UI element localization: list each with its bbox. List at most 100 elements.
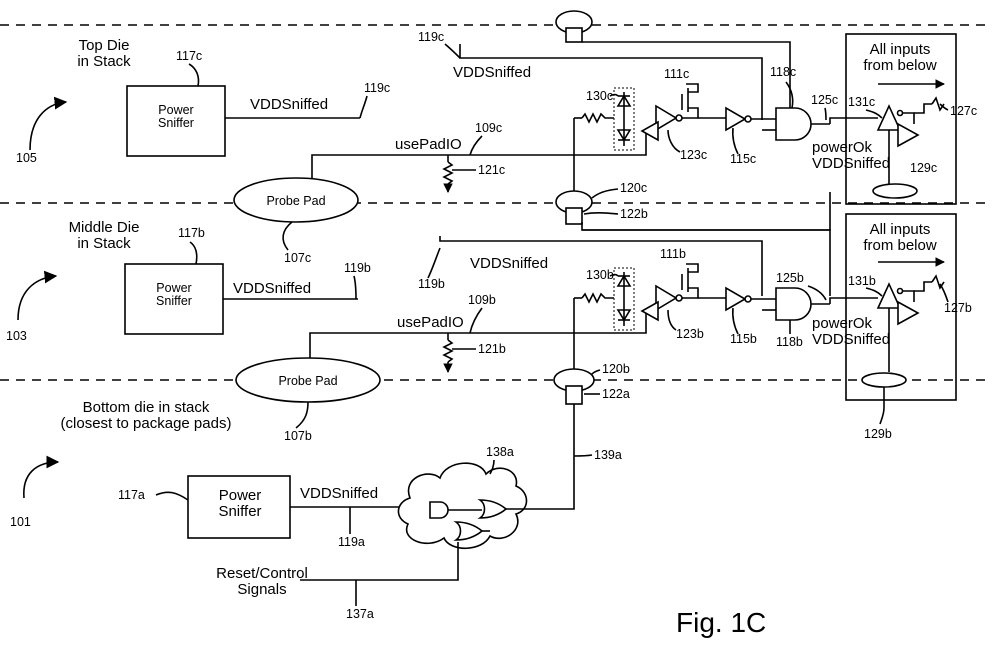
bottom-power-sniffer-leader xyxy=(155,491,189,501)
text-line: Power xyxy=(158,103,193,117)
top-inverter-ref: 115c xyxy=(730,152,756,166)
text-line: in Stack xyxy=(77,235,131,252)
top-diode-ref: 130c xyxy=(586,89,613,103)
text-line: VDDSniffed xyxy=(812,155,890,172)
top-via-above-wire xyxy=(582,41,791,108)
top-probe-pad[interactable] xyxy=(233,177,359,223)
middle-buffer-bubble xyxy=(675,294,683,302)
top-box-out-arrow xyxy=(931,96,945,112)
bottom-logic-cloud xyxy=(397,462,528,549)
top-vddsniffed-bus-ref: 119c xyxy=(418,30,444,44)
top-diode-box xyxy=(613,87,635,151)
middle-series-resistor xyxy=(581,292,614,304)
top-transistor-source xyxy=(682,107,699,119)
top-box-input-leader xyxy=(865,109,883,119)
middle-power-sniffer-ref: 117b xyxy=(178,226,205,240)
top-inverter-leader xyxy=(731,127,739,155)
middle-vddsniffed-bus-label: VDDSniffed xyxy=(470,255,548,272)
top-transistor-drain xyxy=(686,83,699,93)
text-line: Middle Die xyxy=(69,219,140,236)
text-line: Power xyxy=(219,487,262,504)
bottom-reset-ref: 137a xyxy=(346,607,374,621)
top-power-sniffer-ref: 117c xyxy=(176,49,202,63)
bottom-die-curved-arrow xyxy=(23,455,60,499)
middle-box-buffer-right xyxy=(897,300,920,326)
bottom-logic-or-gate-a xyxy=(477,499,508,519)
middle-box-bump xyxy=(861,372,907,388)
top-vddsniffed-bus-label: VDDSniffed xyxy=(453,64,531,81)
middle-pulldown-resistor xyxy=(442,339,454,363)
middle-probe-pad-label: Probe Pad xyxy=(278,374,337,388)
middle-inverter xyxy=(725,286,747,312)
top-via-top-ref: 120c xyxy=(620,181,647,195)
top-and-gate xyxy=(775,107,812,141)
middle-via-top-leader xyxy=(591,369,601,375)
middle-diode-ref: 130b xyxy=(586,268,614,282)
bottom-die-name: Bottom die in stack(closest to package p… xyxy=(61,399,232,432)
bottom-logic-ref: 138a xyxy=(486,445,514,459)
middle-box-out-wire xyxy=(914,281,932,292)
top-diode-leader xyxy=(609,93,619,97)
middle-usepadio-leader xyxy=(469,307,483,334)
middle-box-output-leader xyxy=(939,283,949,303)
middle-box-out-arrow xyxy=(931,274,945,290)
top-and-leader xyxy=(785,81,794,109)
text-line: from below xyxy=(863,237,937,254)
top-box-buffer-right xyxy=(897,122,920,148)
top-probe-pad-leader xyxy=(282,221,293,251)
top-box-output-leader xyxy=(939,103,949,111)
middle-bump-wire xyxy=(582,229,831,296)
top-via-top-leader xyxy=(591,188,619,199)
middle-die-ref: 103 xyxy=(6,329,27,343)
text-line: All inputs xyxy=(870,41,931,58)
top-inputs-box xyxy=(845,33,957,205)
top-usepadio-label: usePadIO xyxy=(395,136,462,153)
text-line: Sniffer xyxy=(158,116,194,130)
bottom-logic-leader xyxy=(489,459,495,475)
top-sniffer-output-leader xyxy=(359,95,368,119)
middle-box-bump-ref: 129b xyxy=(864,427,892,441)
bottom-die: Bottom die in stack(closest to package p… xyxy=(10,399,622,621)
middle-transistor-source xyxy=(682,287,699,299)
top-and-out-ref: 125c xyxy=(811,93,838,107)
text-line: in Stack xyxy=(77,53,131,70)
bottom-sniffer-output-ref: 119a xyxy=(338,535,365,549)
bottom-reset-wire xyxy=(300,542,459,581)
top-box-out-wire xyxy=(914,103,932,114)
text-line: Sniffer xyxy=(218,503,261,520)
bottom-logic-output-leader xyxy=(573,454,593,457)
middle-and-ref: 118b xyxy=(776,335,803,349)
middle-vddsniffed-bus-leader xyxy=(427,247,441,279)
middle-buffer-ref: 123b xyxy=(676,327,704,341)
top-inverter-bubble xyxy=(744,115,752,123)
middle-vddsniffed-bus-ref: 119b xyxy=(418,277,445,291)
middle-inverter-leader xyxy=(731,307,739,335)
middle-via-top-ref: 120b xyxy=(602,362,630,376)
top-output-buffer xyxy=(640,120,659,142)
middle-inputs-box xyxy=(845,213,957,401)
middle-box-input-leader xyxy=(865,287,883,297)
middle-and-gate xyxy=(775,287,812,321)
middle-box-output-ref: 127b xyxy=(944,301,972,315)
top-vddsniffed-bus-leader xyxy=(444,43,461,59)
bottom-sniffer-output-label: VDDSniffed xyxy=(300,485,378,502)
top-box-output-ref: 127c xyxy=(950,104,977,118)
text-line: from below xyxy=(863,57,937,74)
text-line: Power xyxy=(156,281,191,295)
bottom-logic-and-gate xyxy=(429,501,449,519)
top-vddsniffed-bus xyxy=(459,44,763,120)
top-via-stem xyxy=(565,207,583,225)
top-probe-pad-label: Probe Pad xyxy=(266,194,325,208)
top-and-ref: 118c xyxy=(770,65,796,79)
top-usepadio-leader xyxy=(469,135,483,156)
middle-diode-leader xyxy=(609,273,619,277)
